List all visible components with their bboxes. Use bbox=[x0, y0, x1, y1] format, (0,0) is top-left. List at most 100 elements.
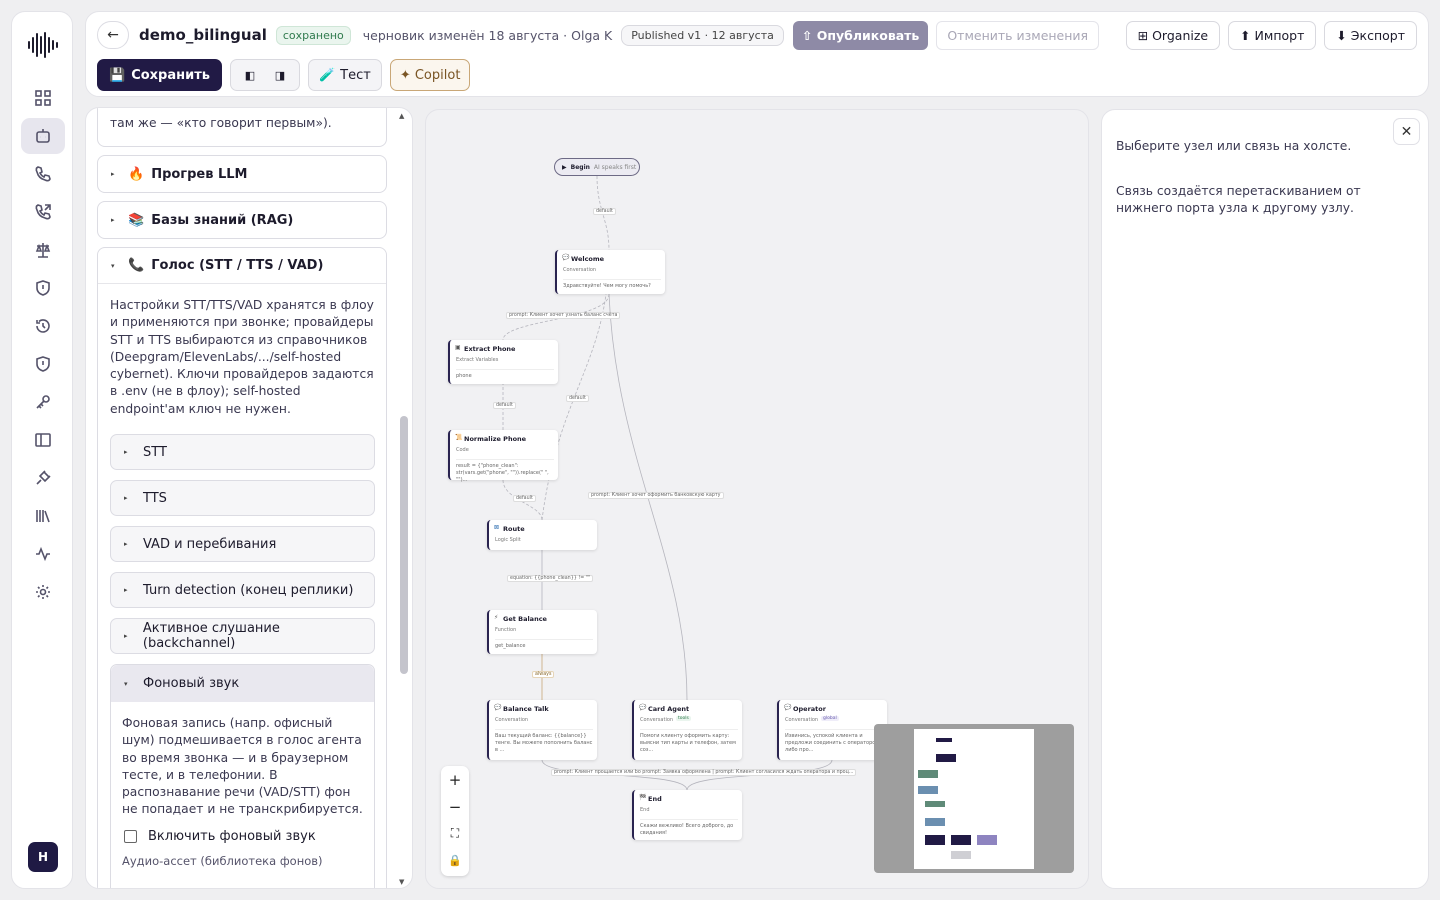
zoom-out-icon[interactable]: − bbox=[448, 797, 462, 816]
fit-view-icon[interactable]: ⛶ bbox=[450, 826, 460, 840]
phone-outgoing-icon bbox=[35, 204, 51, 220]
stt-subsection[interactable]: ▸STT bbox=[110, 434, 375, 470]
background-enable-checkbox[interactable] bbox=[124, 829, 137, 843]
settings-scrollbar[interactable]: ▲ ▼ bbox=[397, 110, 409, 886]
minimap[interactable] bbox=[874, 724, 1074, 873]
edge-label[interactable]: default bbox=[493, 402, 516, 409]
export-button[interactable]: ⬇ Экспорт bbox=[1324, 20, 1417, 50]
flow-name: demo_bilingual bbox=[139, 26, 267, 44]
caret-right-icon: ▸ bbox=[111, 216, 115, 224]
agents-nav-item[interactable] bbox=[21, 118, 65, 154]
import-button[interactable]: ⬆ Импорт bbox=[1228, 20, 1317, 50]
subsection-title: Turn detection (конец реплики) bbox=[143, 582, 354, 598]
side-rail: H bbox=[11, 11, 73, 889]
edge-route-welcome[interactable] bbox=[541, 293, 607, 521]
knowledge-base-section[interactable]: ▸📚Базы знаний (RAG) bbox=[97, 201, 387, 239]
edge-welcome-extract[interactable] bbox=[502, 293, 610, 341]
edge-label[interactable]: default bbox=[566, 395, 589, 402]
caret-right-icon: ▸ bbox=[124, 586, 128, 594]
begin-node[interactable]: ▶ Begin AI speaks first bbox=[554, 158, 640, 176]
node-type: Conversation bbox=[785, 717, 819, 723]
split-icon: ⊠ bbox=[494, 524, 500, 531]
caret-right-icon: ▸ bbox=[124, 540, 128, 548]
subsection-title: TTS bbox=[143, 490, 167, 506]
caret-right-icon: ▸ bbox=[124, 494, 128, 502]
shield-alert-icon bbox=[36, 356, 50, 372]
background-sound-header[interactable]: ▾Фоновый звук bbox=[111, 665, 374, 702]
integrations-nav-item[interactable] bbox=[21, 460, 65, 496]
node-body: Помоги клиенту оформить карту: выясни ти… bbox=[640, 729, 738, 754]
dashboard-nav-item[interactable] bbox=[21, 80, 65, 116]
panel-right-icon[interactable]: ◨ bbox=[274, 68, 286, 82]
user-avatar[interactable]: H bbox=[28, 842, 58, 872]
edge-label[interactable]: prompt: Клиент хочет оформить банковскую… bbox=[588, 492, 724, 499]
app-logo[interactable] bbox=[28, 32, 58, 58]
edge-label[interactable]: always bbox=[532, 671, 555, 678]
discard-changes-button[interactable]: Отменить изменения bbox=[936, 20, 1100, 50]
zoom-in-icon[interactable]: + bbox=[448, 770, 462, 789]
edge-label[interactable]: default bbox=[513, 495, 536, 502]
analytics-nav-item[interactable] bbox=[21, 536, 65, 572]
outbound-nav-item[interactable] bbox=[21, 194, 65, 230]
minimap-node bbox=[925, 835, 945, 845]
scroll-down-icon[interactable]: ▼ bbox=[399, 878, 405, 886]
tts-subsection[interactable]: ▸ TTS bbox=[110, 480, 375, 516]
guard-nav-item[interactable] bbox=[21, 346, 65, 382]
close-icon[interactable]: ✕ bbox=[1393, 118, 1420, 145]
inspector-hint: Выберите узел или связь на холсте. Связь… bbox=[1116, 138, 1406, 217]
lock-icon[interactable]: 🔒 bbox=[448, 854, 462, 867]
begin-label: Begin bbox=[570, 163, 590, 171]
settings-nav-item[interactable] bbox=[21, 574, 65, 610]
inspector-hint-select: Выберите узел или связь на холсте. bbox=[1116, 139, 1352, 153]
test-button[interactable]: 🧪Тест bbox=[307, 59, 382, 91]
turn-detection-subsection[interactable]: ▸ Turn detection (конец реплики) bbox=[110, 572, 375, 608]
node-type: Extract Variables bbox=[456, 357, 499, 363]
library-nav-item[interactable] bbox=[21, 498, 65, 534]
panel-left-icon[interactable]: ◧ bbox=[244, 68, 256, 82]
top-toolbar: ← demo_bilingual сохранено черновик изме… bbox=[85, 11, 1429, 97]
compliance-nav-item[interactable] bbox=[21, 232, 65, 268]
copilot-button[interactable]: ✦ Copilot bbox=[389, 59, 471, 91]
minimap-node bbox=[936, 754, 956, 762]
begin-sublabel: AI speaks first bbox=[593, 163, 637, 171]
save-button[interactable]: 💾Сохранить bbox=[97, 59, 222, 91]
edge-label[interactable]: prompt: Клиент прощается или bo prompt: … bbox=[551, 769, 857, 776]
scroll-thumb[interactable] bbox=[400, 416, 408, 674]
background-enable-row: Включить фоновый звук bbox=[111, 819, 374, 844]
edge-welcome-card[interactable] bbox=[608, 293, 688, 701]
security-nav-item[interactable] bbox=[21, 270, 65, 306]
minimap-viewport[interactable] bbox=[914, 729, 1034, 869]
caret-down-icon: ▾ bbox=[111, 261, 115, 270]
published-version-badge[interactable]: Published v1 · 12 августа bbox=[621, 24, 784, 46]
activity-icon bbox=[36, 546, 50, 562]
voice-section-header[interactable]: ▾📞Голос (STT / TTS / VAD) bbox=[98, 248, 386, 284]
history-nav-item[interactable] bbox=[21, 308, 65, 344]
organize-button[interactable]: ⊞ Organize bbox=[1125, 20, 1221, 50]
calls-nav-item[interactable] bbox=[21, 156, 65, 192]
backchannel-subsection[interactable]: ▸Активное слушание (backchannel) bbox=[110, 618, 375, 654]
edge-label[interactable]: equation: {{phone_clean}} != "" bbox=[507, 575, 594, 582]
minimap-node bbox=[977, 835, 997, 845]
edge-label[interactable]: prompt: Клиент хочет узнать баланс счёта bbox=[506, 312, 621, 319]
llm-warmup-section[interactable]: ▸🔥Прогрев LLM bbox=[97, 155, 387, 193]
panels-nav-item[interactable] bbox=[21, 422, 65, 458]
publish-button[interactable]: ⇧ Опубликовать bbox=[792, 20, 929, 50]
flow-settings-panel: там же — «кто говорит первым»). ▸🔥Прогре… bbox=[85, 107, 413, 889]
edge-begin-welcome[interactable] bbox=[596, 175, 610, 251]
keys-nav-item[interactable] bbox=[21, 384, 65, 420]
vad-subsection[interactable]: ▸VAD и перебивания bbox=[110, 526, 375, 562]
back-button[interactable]: ← bbox=[97, 21, 129, 49]
voice-description: Настройки STT/TTS/VAD хранятся в флоу и … bbox=[110, 298, 374, 416]
scroll-up-icon[interactable]: ▲ bbox=[399, 112, 405, 120]
edge-label[interactable]: default bbox=[593, 208, 616, 215]
